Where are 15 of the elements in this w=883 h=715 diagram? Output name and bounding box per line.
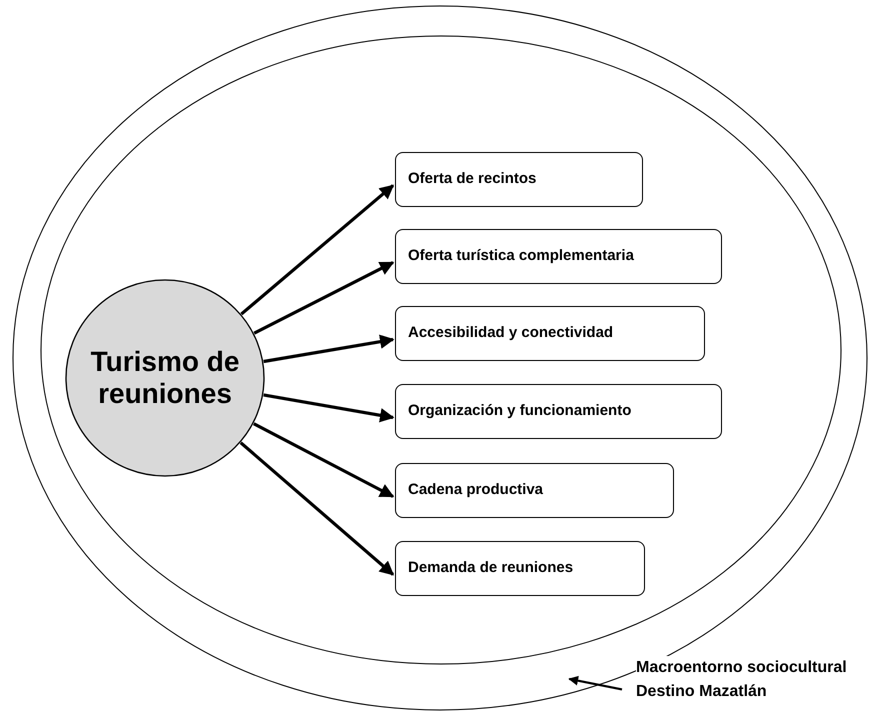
topic-label: Turismo de reuniones xyxy=(90,346,240,410)
arrow xyxy=(240,441,394,576)
leader-arrow xyxy=(568,676,622,691)
factor-box: Accesibilidad y conectividad xyxy=(395,306,705,361)
factor-box: Cadena productiva xyxy=(395,463,674,518)
factor-box: Demanda de reuniones xyxy=(395,541,645,596)
factor-box: Oferta turística complementaria xyxy=(395,229,722,284)
arrow xyxy=(252,422,394,498)
factor-box: Organización y funcionamiento xyxy=(395,384,722,439)
arrow xyxy=(263,393,394,422)
arrow xyxy=(240,184,394,316)
arrow xyxy=(253,261,394,335)
context-label: Macroentorno sociocultural Destino Mazatlán xyxy=(636,659,847,700)
factor-box: Oferta de recintos xyxy=(395,152,643,207)
arrow xyxy=(263,334,394,364)
